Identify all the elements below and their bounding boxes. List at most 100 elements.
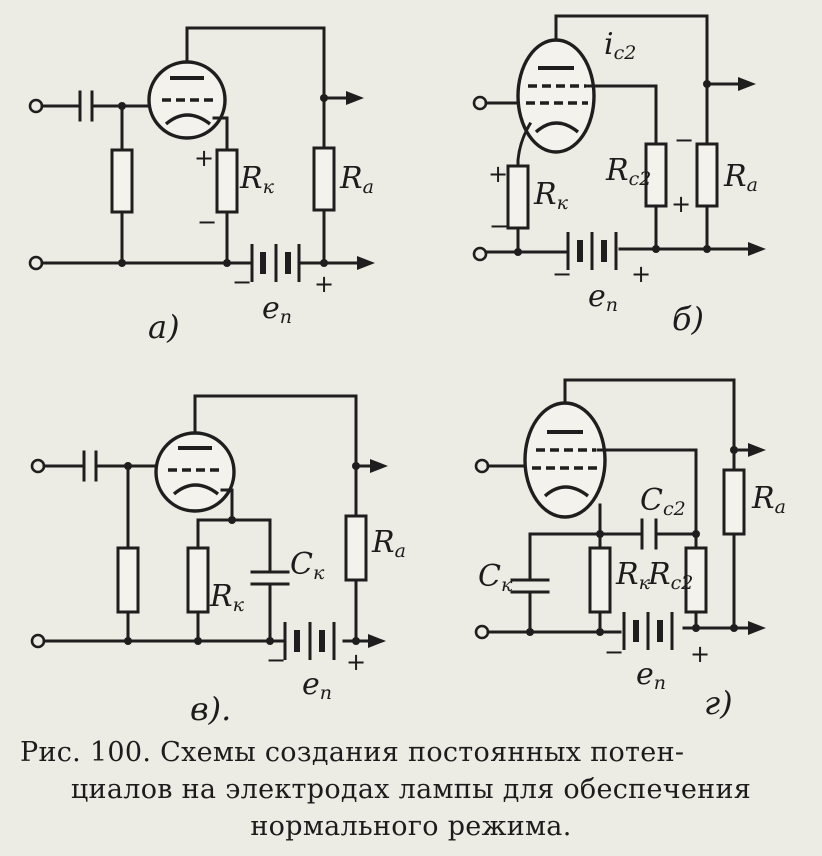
minus-sign: −: [489, 212, 509, 240]
anode-resistor-ra: [695, 142, 719, 208]
circuit-diagrams: + − Rк Ra − + eп а): [28, 14, 786, 728]
junction: [514, 248, 522, 256]
caption-line-1: Рис. 100. Схемы создания постоянных поте…: [20, 737, 685, 768]
input-terminal: [28, 98, 44, 114]
anode-resistor-ra: [722, 468, 746, 536]
anode-wire: [554, 14, 709, 248]
junction: [652, 245, 660, 253]
output-arrow: [346, 91, 364, 105]
label-ra: Ra: [723, 159, 758, 196]
ground-terminal: [472, 246, 488, 262]
label-ic2: ic2: [604, 27, 636, 64]
anode-wire: [193, 394, 358, 468]
junction: [266, 637, 274, 645]
junction: [352, 462, 360, 470]
output-arrow: [370, 459, 388, 473]
battery-ep: [283, 622, 336, 660]
minus-sign: −: [552, 260, 572, 288]
label-rc2: Rc2: [647, 557, 693, 594]
subfigure-label-b: б): [672, 300, 704, 338]
label-ra: Ra: [751, 481, 786, 518]
output-arrow: [748, 621, 766, 635]
plus-sign: +: [488, 160, 508, 188]
plus-sign: +: [690, 640, 710, 668]
screen-wire: [596, 448, 698, 550]
junction: [118, 102, 126, 110]
triode-tube: [154, 431, 236, 513]
output-arrow: [748, 443, 766, 457]
minus-sign: −: [604, 638, 624, 666]
cathode: [164, 113, 212, 126]
plus-sign: +: [194, 144, 214, 172]
output-arrow: [368, 634, 386, 648]
cathode-resistor-rk: [186, 546, 210, 614]
label-rc2: Rc2: [605, 153, 651, 190]
output-arrow: [738, 77, 756, 91]
cathode: [534, 121, 580, 134]
junction: [730, 446, 738, 454]
cathode: [543, 485, 590, 498]
circuit-g: Cc2 Cк Rк Rc2 Ra − + eп г): [474, 378, 786, 722]
circuit-a: + − Rк Ra − + eп а): [28, 26, 375, 346]
cathode-resistor-rk: [588, 546, 612, 614]
grid-leak-resistor: [110, 148, 134, 214]
subfigure-label-g: г): [704, 684, 733, 722]
junction: [124, 637, 132, 645]
ground-terminal: [30, 633, 46, 649]
caption-line-3: нормального режима.: [250, 811, 572, 842]
circuit-b: ic2 + − Rк Rc2 − + Ra − + eп б): [472, 14, 766, 338]
cathode-node-wire: [196, 518, 272, 643]
minus-sign: −: [266, 646, 286, 674]
plus-sign: +: [314, 270, 334, 298]
output-arrow: [748, 242, 766, 256]
label-rk: Rк: [615, 557, 651, 594]
figure-caption: Рис. 100. Схемы создания постоянных поте…: [20, 734, 802, 845]
label-ck: Cк: [478, 559, 513, 596]
cathode-wire: [212, 116, 229, 152]
plus-sign: +: [631, 260, 651, 288]
anode-resistor-ra: [312, 146, 336, 212]
junction: [124, 462, 132, 470]
junction: [703, 80, 711, 88]
pentode-tube: [516, 38, 596, 154]
triode-tube: [147, 60, 227, 140]
junction: [228, 516, 236, 524]
anode-wire: [563, 378, 736, 472]
label-ra: Ra: [339, 161, 374, 198]
battery-ep: [250, 244, 301, 282]
ground-wire: [484, 247, 754, 254]
screen-wire: [584, 84, 658, 146]
anode-wire: [185, 26, 326, 100]
label-ep: eп: [636, 657, 666, 694]
label-ep: eп: [588, 279, 618, 316]
cathode-resistor-rk: [506, 164, 530, 230]
junction: [730, 624, 738, 632]
subfigure-label-a: а): [148, 308, 180, 346]
plus-sign: +: [671, 190, 691, 218]
cathode-wire: [220, 488, 234, 522]
cathode-wire: [516, 121, 533, 172]
caption-line-2: циалов на электродах лампы для обеспечен…: [70, 774, 752, 805]
minus-sign: −: [232, 268, 252, 296]
grid-leak-resistor: [116, 546, 140, 614]
battery-ep: [622, 612, 674, 650]
input-terminal: [474, 458, 490, 474]
plus-sign: +: [346, 648, 366, 676]
junction: [320, 259, 328, 267]
junction: [118, 259, 126, 267]
subfigure-label-v: в).: [190, 690, 231, 728]
label-rk: Rк: [239, 161, 275, 198]
junction: [320, 94, 328, 102]
junction: [596, 530, 604, 538]
label-ep: eп: [262, 291, 292, 328]
cathode-resistor-rk: [215, 148, 239, 214]
anode-resistor-ra: [344, 514, 368, 582]
junction: [526, 628, 534, 636]
junction: [692, 530, 700, 538]
minus-sign: −: [197, 208, 217, 236]
pentode-tube: [523, 401, 607, 519]
label-rk: Rк: [209, 579, 245, 616]
label-cc2: Cc2: [640, 483, 686, 520]
junction: [703, 245, 711, 253]
